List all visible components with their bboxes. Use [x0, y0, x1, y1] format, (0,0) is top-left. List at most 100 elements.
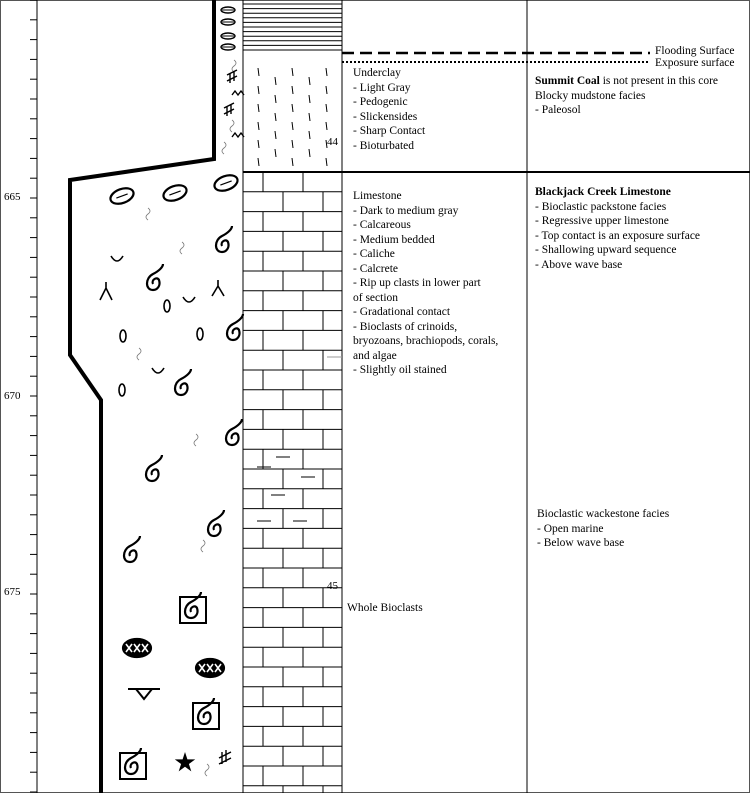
bivalve-symbol [151, 367, 165, 374]
underclay-dash [308, 112, 311, 122]
brachiopod-symbol [196, 697, 216, 726]
brachiopod-symbol [206, 509, 226, 538]
underclay-dash [325, 121, 328, 131]
slickenside-symbol [226, 69, 238, 83]
boxed-fossil-symbol [179, 596, 207, 624]
bivalve-symbol [182, 296, 196, 303]
gastropod-symbol [128, 688, 160, 701]
brachiopod-symbol [183, 591, 203, 620]
star-symbol [174, 752, 196, 772]
underclay-dash [274, 94, 277, 104]
coral-symbol [121, 637, 153, 659]
wackestone-item: - Below wave base [537, 537, 625, 549]
flooding-surface-label: Flooding Surface [655, 45, 735, 57]
lamina-symbol [220, 6, 236, 14]
limestone-description: Limestone - Dark to medium gray - Calcar… [353, 189, 498, 378]
underclay-item: - Slickensides [353, 110, 418, 123]
underclay-item: - Sharp Contact [353, 125, 426, 137]
underclay-dash [257, 139, 260, 149]
underclay-title: Underclay [353, 67, 401, 79]
ooid-symbol [163, 299, 171, 313]
ooid-symbol [119, 329, 127, 343]
boxed-fossil-symbol [192, 702, 220, 730]
burrow-symbol [231, 59, 237, 73]
limestone-item: - Bioclasts of crinoids, [353, 320, 458, 333]
grain-size-profile [68, 0, 216, 793]
blackjack-item: - Bioclastic packstone facies [535, 200, 667, 213]
slickenside-symbol [218, 750, 232, 765]
burrow-symbol [136, 347, 142, 361]
fossil-symbols [99, 6, 245, 780]
underclay-dash [308, 76, 311, 86]
brachiopod-symbol [214, 225, 234, 254]
boxed-fossil-symbol [119, 752, 147, 780]
limestone-item: - Rip up clasts in lower part [353, 277, 481, 289]
blackjack-item: - Top contact is an exposure surface [535, 229, 701, 242]
underclay-dash [291, 103, 294, 113]
burrow-symbol [200, 539, 206, 553]
crinoid-ossicle-symbol [162, 184, 188, 202]
ooid-symbol [196, 327, 204, 341]
blackjack-item: - Above wave base [535, 258, 623, 271]
underclay-dash [274, 148, 277, 158]
underclay-dash [291, 85, 294, 95]
burrow-symbol [179, 241, 185, 255]
wackestone-item: - Open marine [537, 522, 604, 535]
underclay-dash [274, 130, 277, 140]
limestone-item: - Calcareous [353, 219, 411, 231]
underclay-dash [274, 76, 277, 86]
underclay-dash [308, 148, 311, 158]
underclay-dash [325, 103, 328, 113]
underclay-dash [257, 103, 260, 113]
brachiopod-symbol [225, 313, 245, 342]
laminated-interval [242, 0, 343, 793]
limestone-item: - Gradational contact [353, 306, 451, 318]
underclay-dash [257, 157, 260, 167]
depth-axis [30, 0, 38, 793]
wackestone-interpretation: Bioclastic wackestone facies - Open mari… [537, 507, 669, 551]
underclay-dash [325, 67, 328, 77]
exposure-surface-label: Exposure surface [655, 57, 735, 69]
burrow-symbol [229, 119, 235, 133]
limestone-brick-pattern [242, 171, 342, 793]
underclay-dash [308, 130, 311, 140]
burrow-symbol [221, 141, 227, 155]
depth-label-670: 670 [4, 390, 21, 402]
limestone-item: and algae [353, 349, 397, 362]
underclay-dash [274, 112, 277, 122]
summit-interpretation: Summit Coal is not present in this core … [535, 74, 718, 118]
crinoid-stem-symbol [211, 280, 225, 297]
burrow-symbol [193, 433, 199, 447]
coral-symbol [194, 657, 226, 679]
lamina-symbol [220, 18, 236, 26]
sample-number: 44 [327, 136, 338, 148]
blackjack-item: - Regressive upper limestone [535, 215, 669, 227]
lamina-symbol [220, 32, 236, 40]
underclay-dash [291, 121, 294, 131]
underclay-pattern [257, 67, 328, 167]
summit-facies: Blocky mudstone facies [535, 89, 646, 102]
underclay-dash [257, 67, 260, 77]
brachiopod-symbol [123, 747, 143, 776]
summit-item: - Paleosol [535, 104, 581, 116]
ooid-symbol [118, 383, 126, 397]
limestone-item: - Caliche [353, 248, 395, 260]
crinoid-stem-symbol [99, 282, 113, 301]
slickenside-symbol [223, 102, 235, 116]
limestone-item: - Slightly oil stained [353, 364, 447, 376]
brachiopod-symbol [122, 535, 142, 564]
whole-bioclasts-label: Whole Bioclasts [347, 602, 423, 614]
underclay-item: - Bioturbated [353, 139, 414, 152]
underclay-item: - Pedogenic [353, 96, 408, 108]
underclay-dash [257, 85, 260, 95]
brachiopod-symbol [224, 418, 244, 447]
blackjack-name: Blackjack Creek Limestone [535, 186, 671, 198]
summit-coal-name: Summit Coal [535, 75, 600, 87]
limestone-title: Limestone [353, 190, 402, 202]
limestone-item: - Medium bedded [353, 233, 435, 246]
underclay-dash [257, 121, 260, 131]
underclay-dash [308, 94, 311, 104]
limestone-item: of section [353, 291, 399, 304]
blackjack-item: - Shallowing upward sequence [535, 244, 677, 256]
